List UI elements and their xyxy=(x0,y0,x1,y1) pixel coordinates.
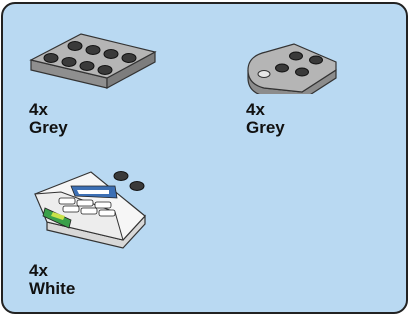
part-1-label: 4x Grey xyxy=(29,101,68,137)
stud xyxy=(113,171,129,181)
stud xyxy=(309,55,323,65)
part-1-color: Grey xyxy=(29,118,68,137)
stud xyxy=(103,49,119,59)
white-printed-wedge-image xyxy=(31,164,149,250)
part-3-color: White xyxy=(29,279,76,298)
stud xyxy=(61,57,77,67)
stud xyxy=(121,53,137,63)
grey-rounded-plate-image xyxy=(244,38,340,94)
part-1-quantity: 4x xyxy=(29,100,48,119)
grey-plate-2x4-image xyxy=(29,30,159,92)
stud xyxy=(295,67,309,77)
part-2-quantity: 4x xyxy=(246,100,265,119)
part-2-label: 4x Grey xyxy=(246,101,285,137)
parts-list-panel: 4x Grey 4x Grey xyxy=(1,2,408,314)
part-3-quantity: 4x xyxy=(29,261,48,280)
stud xyxy=(275,63,289,73)
stud xyxy=(79,61,95,71)
part-2-color: Grey xyxy=(246,118,285,137)
stud xyxy=(289,51,303,61)
stud xyxy=(43,53,59,63)
stud xyxy=(97,65,113,75)
part-3-label: 4x White xyxy=(29,262,75,298)
stud xyxy=(85,45,101,55)
stud xyxy=(67,41,83,51)
stud xyxy=(129,181,145,191)
